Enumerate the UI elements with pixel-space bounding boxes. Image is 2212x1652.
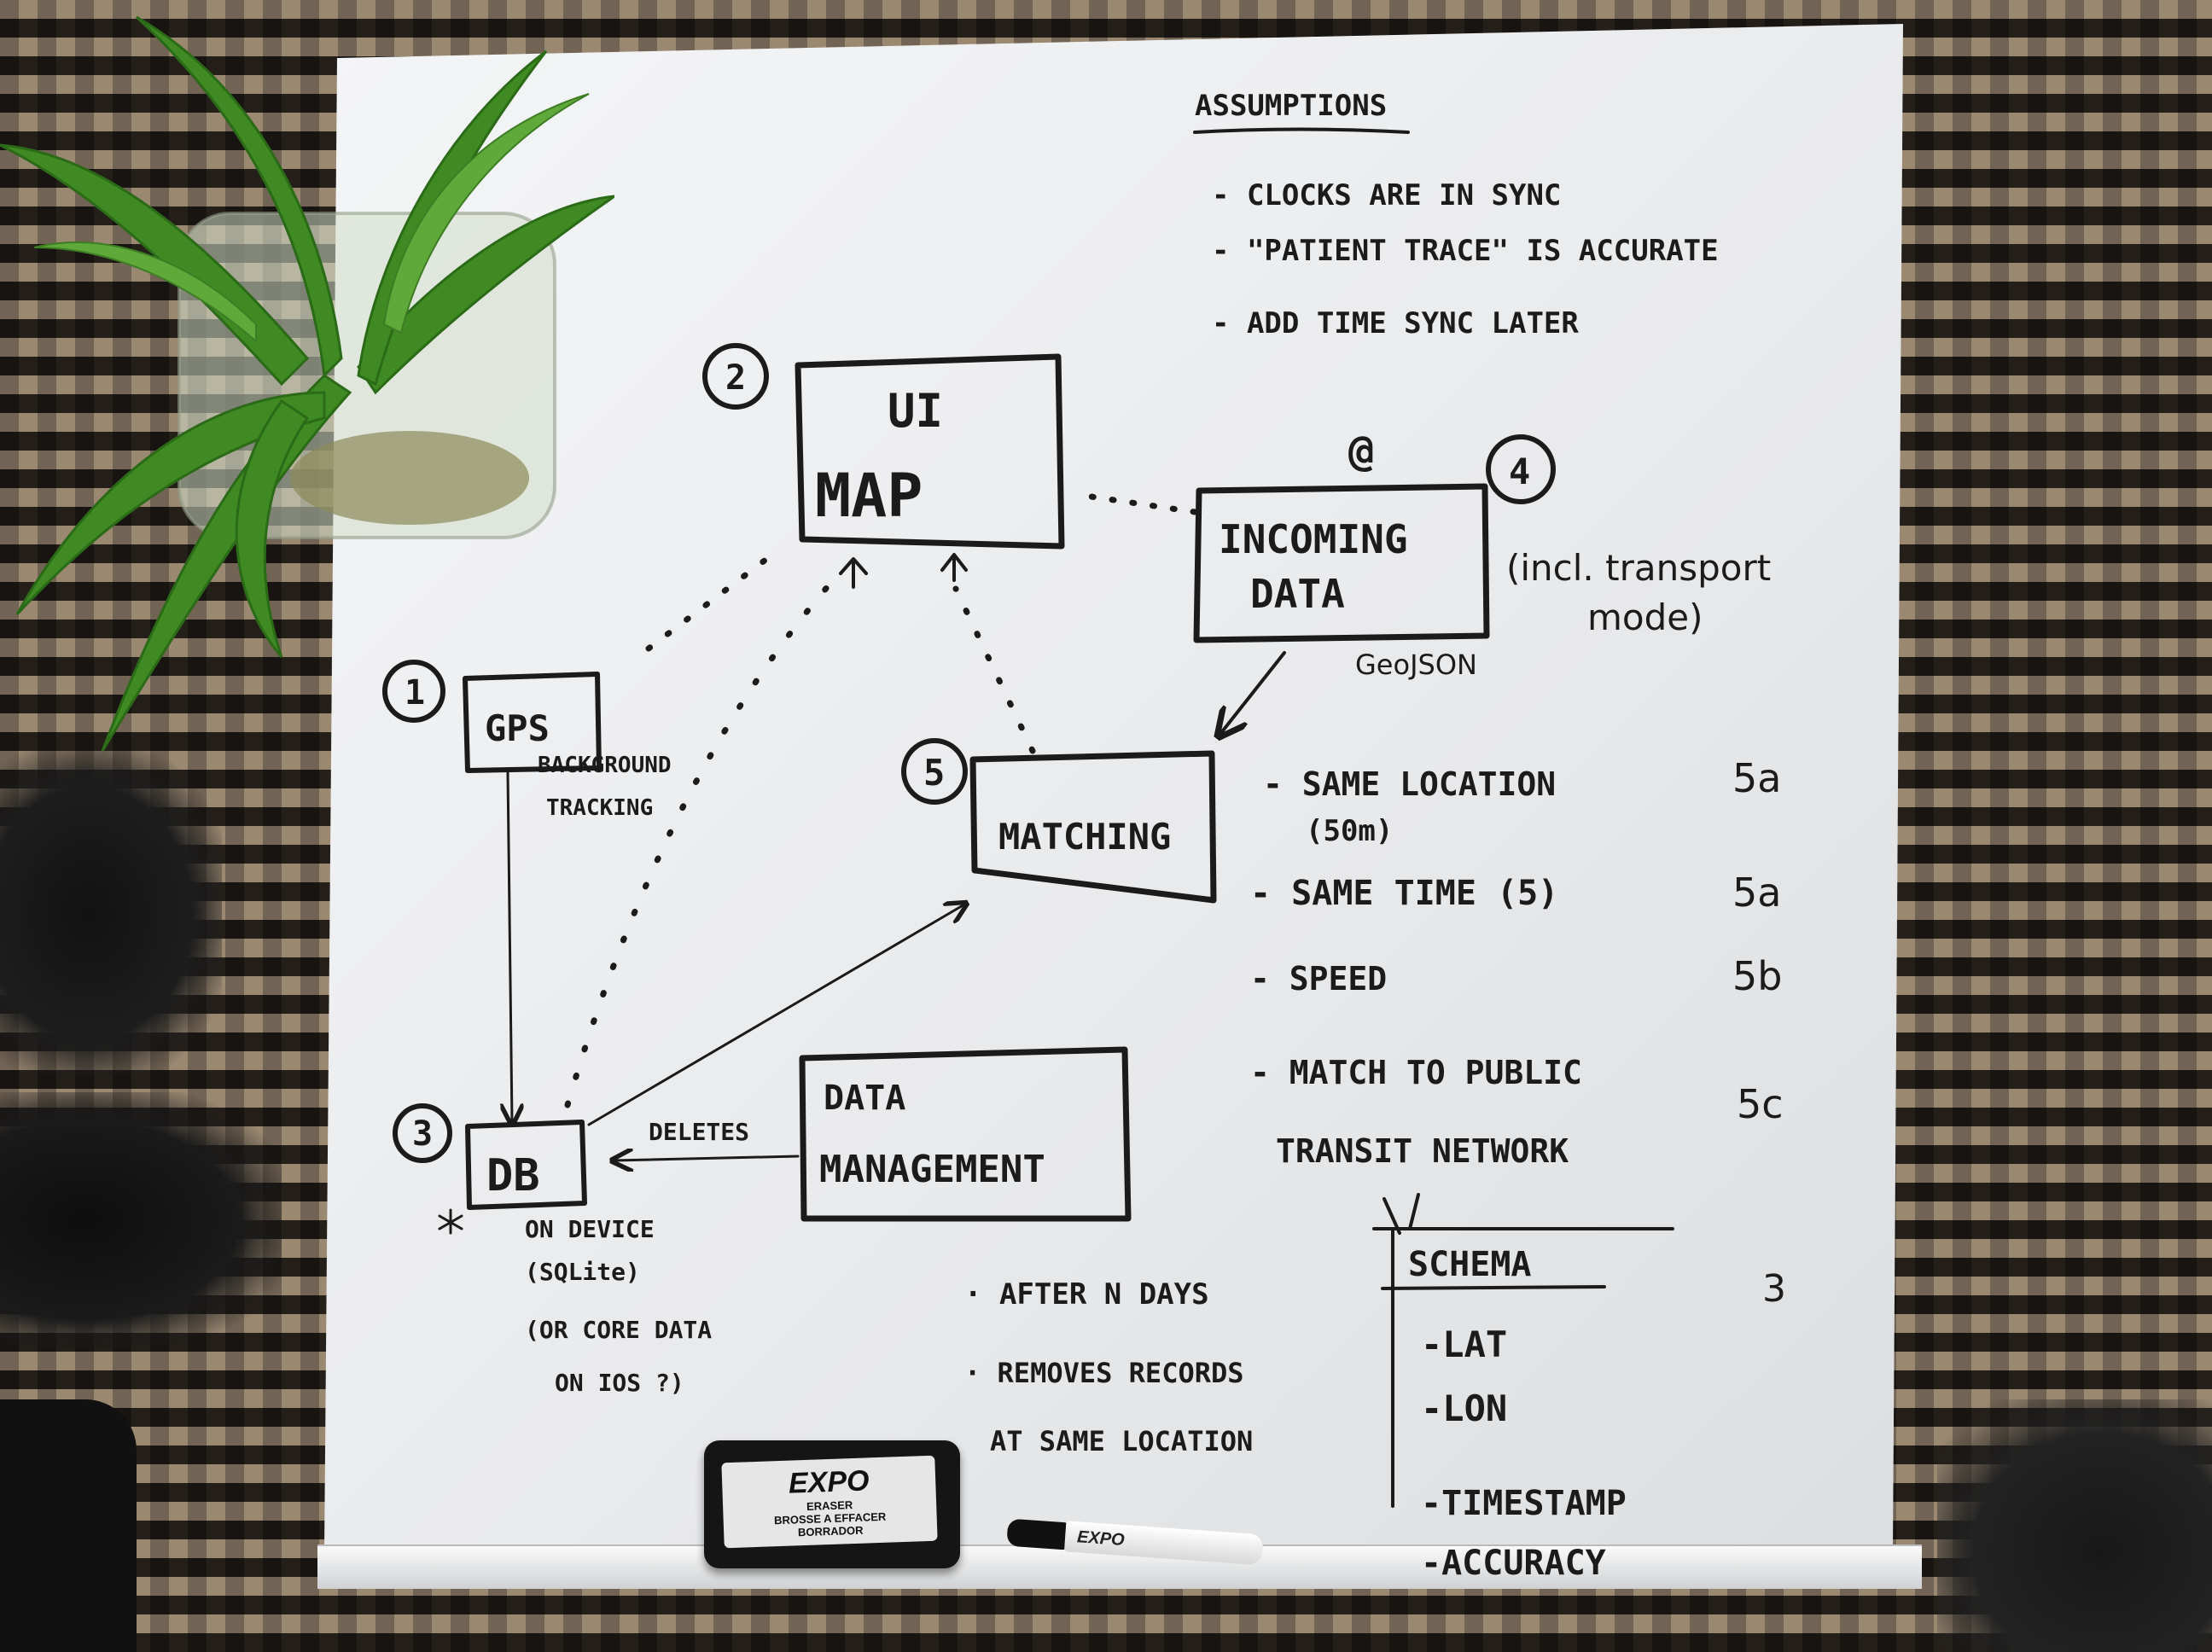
plant-leaf-8	[382, 93, 590, 334]
db-number-circle	[393, 1103, 452, 1163]
schema-heading-rule	[1381, 1285, 1606, 1290]
gps-number: 1	[405, 673, 425, 713]
data-management-line2: MANAGEMENT	[819, 1148, 1045, 1191]
matching-number: 5	[923, 752, 945, 794]
schema-asterisk	[1382, 1193, 1420, 1235]
plant-roots	[290, 431, 529, 525]
plant-leaf-7	[235, 398, 310, 658]
assumption-item-2: - "PATIENT TRACE" IS ACCURATE	[1212, 234, 1719, 268]
gps-box	[463, 672, 602, 773]
criterion-1-code: 5a	[1732, 755, 1781, 801]
eraser-label: EXPO ERASER BROSSE A EFFACER BORRADOR	[721, 1455, 938, 1549]
criterion-2-code: 5a	[1732, 870, 1781, 916]
db-note-2: (SQLite)	[525, 1258, 640, 1286]
whiteboard-eraser[interactable]: EXPO ERASER BROSSE A EFFACER BORRADOR	[704, 1440, 960, 1568]
assumption-item-1: - CLOCKS ARE IN SYNC	[1212, 178, 1561, 212]
incoming-number-circle	[1486, 434, 1556, 504]
plant-leaf-9	[33, 241, 257, 344]
ui-map-number: 2	[725, 358, 746, 398]
arrow-db-to-matching	[587, 905, 964, 1126]
chair-bottom-left	[0, 1399, 137, 1652]
potted-plant	[0, 15, 614, 752]
dm-note-3: AT SAME LOCATION	[990, 1425, 1253, 1457]
incoming-number: 4	[1509, 451, 1530, 492]
ui-map-box	[795, 353, 1065, 550]
whiteboard	[324, 24, 1903, 1551]
schema-number: 3	[1762, 1267, 1786, 1311]
arrow-gps-to-db	[508, 771, 512, 1122]
chair-bottom-right	[1937, 1399, 2212, 1652]
schema-field-1: -LAT	[1421, 1323, 1507, 1365]
assumptions-heading: ASSUMPTIONS	[1195, 89, 1387, 123]
ui-map-number-circle	[702, 343, 769, 410]
schema-field-4: -ACCURACY	[1421, 1544, 1606, 1583]
arrow-deletes	[614, 1156, 800, 1160]
db-note-3: (OR CORE DATA	[525, 1316, 712, 1344]
marker-brand: EXPO	[1076, 1527, 1126, 1550]
incoming-line2: DATA	[1250, 571, 1345, 617]
criterion-3-code: 5b	[1732, 953, 1782, 999]
dm-note-2: · REMOVES RECORDS	[964, 1357, 1244, 1389]
gps-label: GPS	[485, 707, 550, 749]
schema-field-2: -LON	[1421, 1387, 1507, 1429]
schema-field-3: -TIMESTAMP	[1421, 1484, 1627, 1523]
db-number: 3	[412, 1114, 433, 1154]
dm-note-1: · AFTER N DAYS	[964, 1277, 1209, 1312]
incoming-symbol: @	[1348, 426, 1374, 475]
plant-leaf-3	[135, 15, 343, 379]
matching-box	[969, 750, 1217, 904]
criterion-1-line1: - SAME LOCATION	[1263, 765, 1556, 803]
arrow-incoming-to-matching	[1220, 651, 1286, 734]
eraser-brand: EXPO	[788, 1464, 870, 1500]
deletes-label: DELETES	[649, 1118, 749, 1146]
db-note-4: ON IOS ?)	[555, 1369, 684, 1397]
incoming-line1: INCOMING	[1219, 516, 1408, 562]
dotted-incoming-to-map	[1076, 492, 1198, 515]
gps-number-circle	[382, 660, 445, 723]
matching-number-circle	[901, 738, 968, 805]
map-up-arrow-a	[839, 557, 868, 589]
eraser-text-3: BORRADOR	[797, 1523, 864, 1539]
plant-leaf-4	[357, 195, 614, 395]
gps-note-2: TRACKING	[546, 795, 653, 821]
schema-heading: SCHEMA	[1408, 1245, 1532, 1284]
data-management-line1: DATA	[824, 1079, 905, 1118]
dotted-gps-to-map	[645, 551, 776, 652]
criterion-4-line2: TRANSIT NETWORK	[1276, 1132, 1569, 1170]
incoming-note-1: (incl. transport	[1506, 547, 1771, 589]
criterion-2-line1: - SAME TIME (5)	[1250, 874, 1558, 913]
ui-map-line2: MAP	[815, 461, 923, 531]
dotted-matching-to-map	[952, 585, 1036, 754]
data-management-box	[799, 1046, 1132, 1222]
criterion-4-line1: - MATCH TO PUBLIC	[1250, 1054, 1582, 1091]
marker-cap	[1006, 1518, 1068, 1550]
shadow-object-left	[0, 751, 222, 1075]
criterion-3-line1: - SPEED	[1250, 960, 1387, 998]
db-box	[465, 1120, 587, 1210]
incoming-data-box	[1193, 483, 1490, 643]
ui-map-line1: UI	[888, 384, 943, 438]
incoming-note-2: mode)	[1587, 596, 1703, 638]
assumptions-underline	[1193, 127, 1410, 134]
assumption-item-3: - ADD TIME SYNC LATER	[1212, 306, 1579, 340]
map-up-arrow-b	[940, 553, 968, 582]
db-label: DB	[486, 1150, 540, 1201]
criterion-1-line2: (50m)	[1306, 814, 1393, 848]
matching-label: MATCHING	[998, 816, 1171, 858]
criterion-4-code: 5c	[1737, 1081, 1784, 1127]
db-note-1: ON DEVICE	[525, 1215, 655, 1243]
shadow-object-left-lower	[0, 1092, 282, 1348]
gps-note-1: BACKGROUND	[538, 753, 672, 778]
db-asterisk	[438, 1208, 463, 1235]
incoming-format: GeoJSON	[1355, 649, 1477, 681]
